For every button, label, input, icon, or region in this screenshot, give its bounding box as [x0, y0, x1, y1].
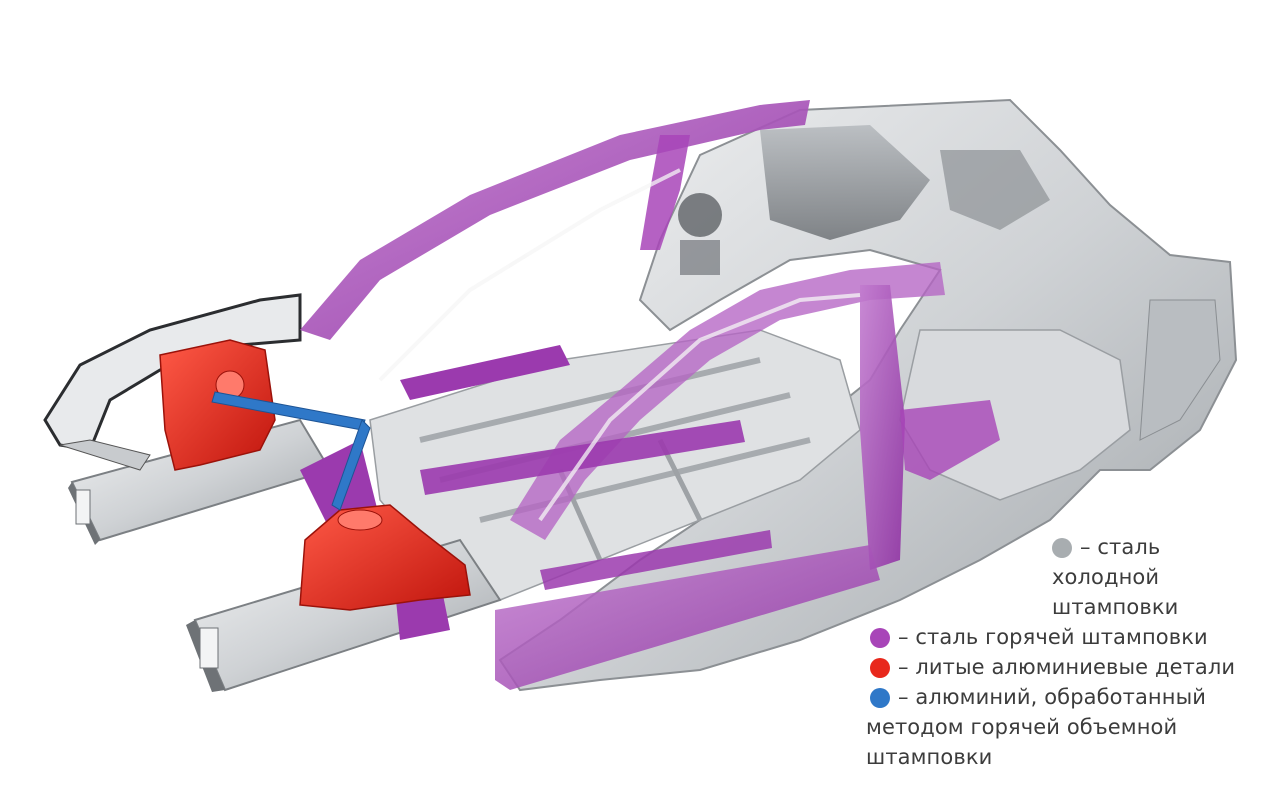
legend-label-hot-steel: – сталь горячей штамповки — [898, 625, 1208, 649]
cast-aluminium-parts — [159, 339, 471, 611]
legend-dot-cast-aluminium — [870, 658, 890, 678]
legend-label-cast-aluminium: – литые алюминиевые детали — [898, 655, 1236, 679]
legend-label-forged-aluminium-line2: методом горячей объемной — [866, 715, 1178, 739]
forged-aluminium-brace — [211, 391, 371, 511]
front-radiator-frame — [43, 293, 302, 471]
legend-label-forged-aluminium-line3: штамповки — [866, 745, 993, 769]
legend-label-cold-steel-line3: штамповки — [1052, 595, 1179, 619]
legend-label-forged-aluminium-line1: – алюминий, обработанный — [898, 685, 1206, 709]
legend-label-cold-steel-line1: – сталь — [1080, 535, 1161, 559]
legend-dot-cold-steel — [1052, 538, 1072, 558]
legend-dot-forged-aluminium — [870, 688, 890, 708]
door-opening-outline — [378, 168, 861, 522]
legend-label-cold-steel-line2: холодной — [1052, 565, 1160, 589]
legend-dot-hot-steel — [870, 628, 890, 648]
